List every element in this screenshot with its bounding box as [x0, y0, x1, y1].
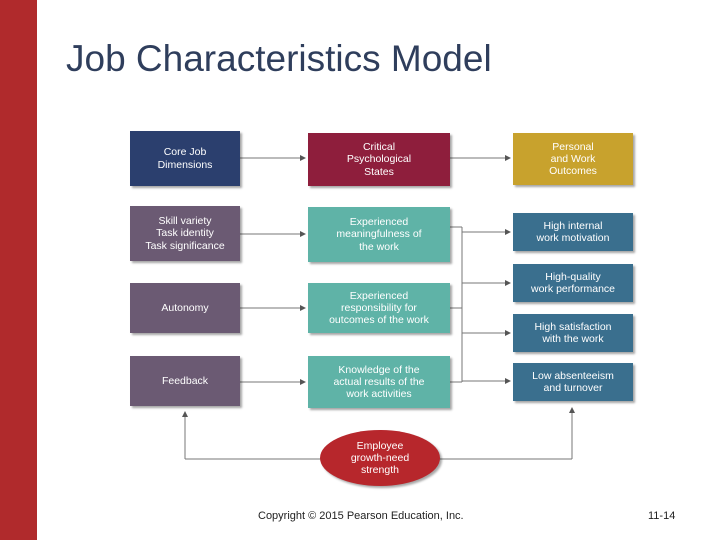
- state-knowledge: Knowledge of the actual results of the w…: [308, 356, 450, 408]
- page-title: Job Characteristics Model: [66, 38, 492, 79]
- growth-need-strength-oval: Employee growth-need strength: [320, 430, 440, 486]
- state-meaningfulness: Experienced meaningfulness of the work: [308, 207, 450, 262]
- outcome-absenteeism: Low absenteeism and turnover: [513, 363, 633, 401]
- dimension-skill-variety: Skill variety Task identity Task signifi…: [130, 206, 240, 261]
- state-responsibility: Experienced responsibility for outcomes …: [308, 283, 450, 333]
- outcome-performance: High-quality work performance: [513, 264, 633, 302]
- critical-states-header: Critical Psychological States: [308, 133, 450, 186]
- outcomes-header: Personal and Work Outcomes: [513, 133, 633, 185]
- dimension-autonomy: Autonomy: [130, 283, 240, 333]
- accent-bar: [0, 0, 37, 540]
- page-number: 11-14: [648, 510, 676, 522]
- core-dimensions-header: Core Job Dimensions: [130, 131, 240, 186]
- outcome-satisfaction: High satisfaction with the work: [513, 314, 633, 352]
- copyright-footer: Copyright © 2015 Pearson Education, Inc.: [258, 510, 464, 522]
- outcome-motivation: High internal work motivation: [513, 213, 633, 251]
- dimension-feedback: Feedback: [130, 356, 240, 406]
